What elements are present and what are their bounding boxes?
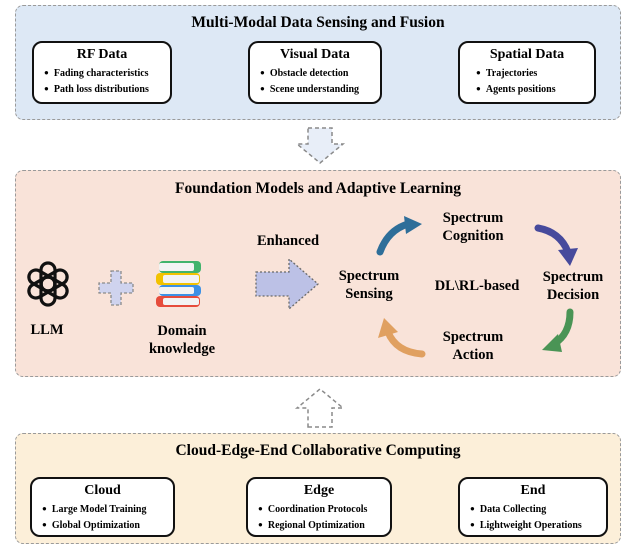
spectrum-action-label: Spectrum Action [425,328,521,364]
openai-logo-icon [27,261,69,307]
domain-label-line2: knowledge [148,341,216,357]
dl-rl-label: DL\RL-based [434,278,520,294]
list-item: Obstacle detection [260,66,380,82]
end-card: End Data Collecting Lightweight Operatio… [458,477,608,537]
books-icon [156,261,201,307]
up-arrow-icon [294,388,346,428]
list-item: Agents positions [476,82,594,98]
spectrum-decision-label: Spectrum Decision [528,268,618,304]
stage-word: Sensing [345,286,393,302]
rf-data-card: RF Data Fading characteristics Path loss… [32,41,172,104]
rf-data-title: RF Data [76,47,128,62]
visual-data-card: Visual Data Obstacle detection Scene und… [248,41,382,104]
list-item: Global Optimization [42,518,173,534]
list-item: Large Model Training [42,502,173,518]
cycle-arrow-blue-icon [376,216,422,256]
down-arrow-icon [294,127,346,164]
cycle-arrow-orange-icon [378,318,426,358]
list-item: Scene understanding [260,82,380,98]
collaborative-computing-title: Cloud-Edge-End Collaborative Computing [175,442,461,459]
cloud-list: Large Model Training Global Optimization [32,502,173,534]
edge-card: Edge Coordination Protocols Regional Opt… [246,477,392,537]
list-item: Path loss distributions [44,82,170,98]
visual-data-title: Visual Data [280,47,350,62]
cloud-card: Cloud Large Model Training Global Optimi… [30,477,175,537]
list-item: Trajectories [476,66,594,82]
list-item: Lightweight Operations [470,518,606,534]
enhanced-label: Enhanced [256,233,320,249]
domain-label-line1: Domain [157,323,207,339]
domain-knowledge-label: Domain knowledge [140,322,224,358]
list-item: Data Collecting [470,502,606,518]
stage-word: Spectrum [442,210,504,226]
foundation-models-title: Foundation Models and Adaptive Learning [175,180,461,197]
visual-data-list: Obstacle detection Scene understanding [250,66,380,98]
list-item: Coordination Protocols [258,502,390,518]
cloud-title: Cloud [84,483,121,498]
plus-icon [98,270,134,306]
end-title: End [520,483,546,498]
spatial-data-title: Spatial Data [489,47,565,62]
spatial-data-list: Trajectories Agents positions [460,66,594,98]
data-sensing-title: Multi-Modal Data Sensing and Fusion [191,14,445,31]
rf-data-list: Fading characteristics Path loss distrib… [34,66,170,98]
spatial-data-card: Spatial Data Trajectories Agents positio… [458,41,596,104]
dotted-arrow-icon [255,257,319,311]
spectrum-cognition-label: Spectrum Cognition [425,209,521,245]
stage-word: Spectrum [442,329,504,345]
spectrum-sensing-label: Spectrum Sensing [322,267,416,303]
cycle-arrow-purple-icon [534,224,578,266]
edge-list: Coordination Protocols Regional Optimiza… [248,502,390,534]
llm-label: LLM [30,322,64,338]
stage-word: Action [452,347,494,363]
edge-title: Edge [303,483,335,498]
list-item: Regional Optimization [258,518,390,534]
stage-word: Spectrum [542,269,604,285]
list-item: Fading characteristics [44,66,170,82]
stage-word: Decision [546,287,600,303]
stage-word: Cognition [442,228,504,244]
cycle-arrow-green-icon [542,308,574,352]
end-list: Data Collecting Lightweight Operations [460,502,606,534]
stage-word: Spectrum [338,268,400,284]
